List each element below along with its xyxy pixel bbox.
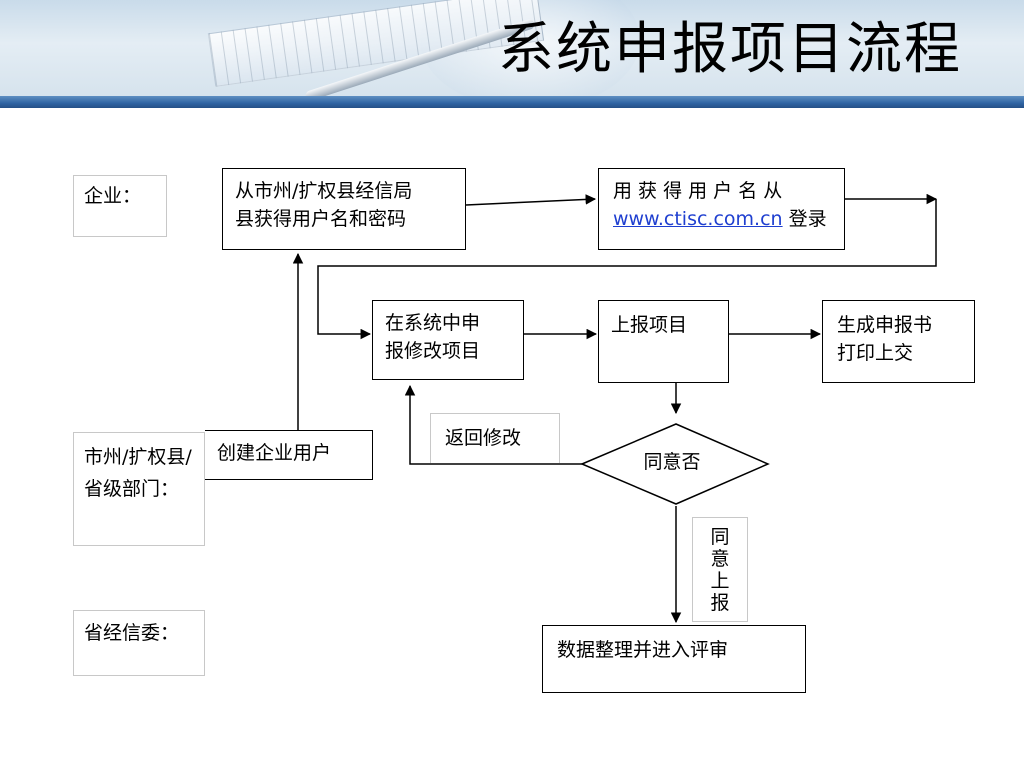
arrow-return-modify (404, 384, 582, 465)
role-city-county: 市州/扩权县/省级部门： (73, 432, 205, 546)
label-agree-submit-text: 同意上报 (710, 526, 730, 614)
site-link[interactable]: www.ctisc.com.cn (613, 208, 783, 230)
step-review-label: 数据整理并进入评审 (557, 639, 729, 661)
label-agree-submit: 同意上报 (692, 517, 748, 622)
arrow-login-to-declare (317, 199, 937, 340)
role-province: 省经信委： (73, 610, 205, 676)
header-bar (0, 96, 1024, 108)
step-login: 用 获 得 用 户 名 从 www.ctisc.com.cn 登录 (598, 168, 845, 250)
role-enterprise-label: 企业： (84, 185, 142, 207)
step-login-line2: www.ctisc.com.cn 登录 (613, 205, 830, 233)
step-create-user-label: 创建企业用户 (217, 442, 332, 464)
step-create-user: 创建企业用户 (205, 430, 373, 480)
step-obtain-account: 从市州/扩权县经信局 县获得用户名和密码 (222, 168, 466, 250)
step-declare: 在系统中申 报修改项目 (372, 300, 524, 380)
decision-label: 同意否 (643, 451, 701, 473)
step-login-suffix: 登录 (782, 208, 827, 230)
role-city-county-label: 市州/扩权县/省级部门： (84, 446, 192, 500)
decision-diamond (580, 423, 770, 505)
label-return-modify-text: 返回修改 (445, 427, 522, 449)
step-review: 数据整理并进入评审 (542, 625, 806, 693)
step-submit: 上报项目 (598, 300, 729, 383)
label-return-modify: 返回修改 (430, 413, 560, 463)
step-generate-line1: 生成申报书 (837, 314, 933, 336)
step-declare-line2: 报修改项目 (385, 340, 481, 362)
step-declare-line1: 在系统中申 (385, 312, 481, 334)
page-title: 系统申报项目流程 (498, 17, 962, 82)
arrow-obtain-to-login (465, 194, 597, 206)
step-generate-line2: 打印上交 (837, 342, 914, 364)
step-obtain-account-line2: 县获得用户名和密码 (235, 208, 407, 230)
header-banner (0, 0, 1024, 108)
step-obtain-account-line1: 从市州/扩权县经信局 (235, 180, 413, 202)
step-generate: 生成申报书 打印上交 (822, 300, 975, 383)
role-enterprise: 企业： (73, 175, 167, 237)
role-province-label: 省经信委： (84, 622, 180, 644)
step-login-line1: 用 获 得 用 户 名 从 (613, 180, 783, 202)
step-submit-label: 上报项目 (611, 314, 688, 336)
